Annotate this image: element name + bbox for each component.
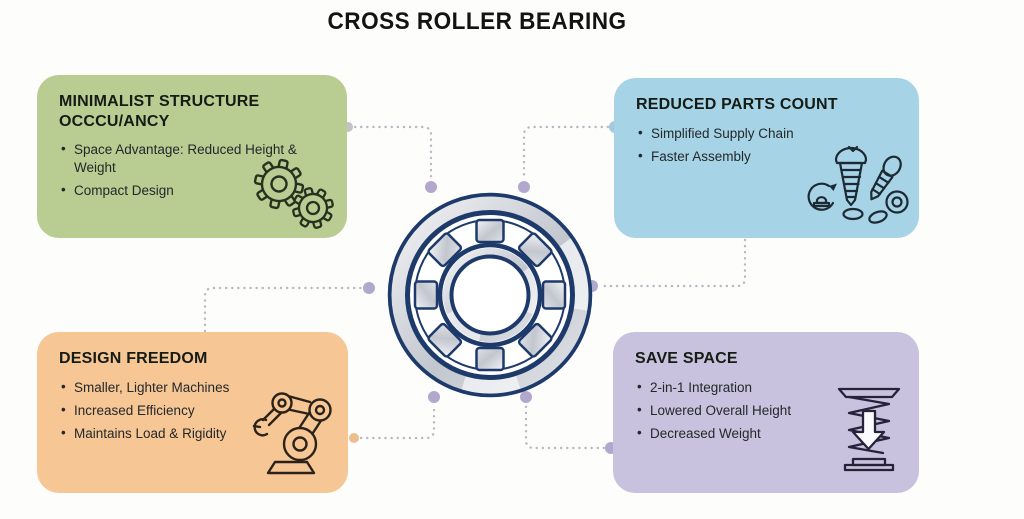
connector-top-left bbox=[347, 125, 433, 181]
bearing-rollers bbox=[413, 218, 567, 372]
connector-top-right bbox=[522, 125, 616, 181]
bullet-item: Simplified Supply Chain bbox=[636, 124, 897, 143]
bullet-item: Decreased Weight bbox=[635, 424, 897, 443]
box-title: DESIGN FREEDOM bbox=[59, 350, 208, 367]
bullet-list: Simplified Supply Chain Faster Assembly bbox=[636, 124, 897, 166]
box-title: MINIMALIST STRUCTURE OCCCU/ANCY bbox=[59, 93, 260, 130]
connector-nodes bbox=[343, 121, 621, 454]
bullet-item: Compact Design bbox=[59, 181, 325, 200]
connector-mid-left bbox=[203, 286, 363, 333]
bullet-item: Lowered Overall Height bbox=[635, 401, 897, 420]
box-minimalist-structure: MINIMALIST STRUCTURE OCCCU/ANCY Space Ad… bbox=[37, 75, 347, 238]
bullet-list: 2-in-1 Integration Lowered Overall Heigh… bbox=[635, 378, 897, 444]
bullet-item: Smaller, Lighter Machines bbox=[59, 378, 326, 397]
connector-mid-right bbox=[598, 238, 747, 288]
box-design-freedom: DESIGN FREEDOM Smaller, Lighter Machines… bbox=[37, 332, 348, 493]
box-reduced-parts-count: REDUCED PARTS COUNT Simplified Supply Ch… bbox=[614, 78, 919, 238]
bullet-list: Space Advantage: Reduced Height & Weight… bbox=[59, 140, 325, 201]
page-title-text: CROSS ROLLER BEARING bbox=[327, 8, 627, 35]
bullet-item: Maintains Load & Rigidity bbox=[59, 424, 326, 443]
connector-bottom-right bbox=[524, 403, 612, 450]
bullet-item: Increased Efficiency bbox=[59, 401, 326, 420]
bullet-item: Space Advantage: Reduced Height & Weight bbox=[59, 140, 325, 177]
box-title: REDUCED PARTS COUNT bbox=[636, 96, 838, 113]
bullet-item: Faster Assembly bbox=[636, 147, 897, 166]
cross-roller-bearing-illustration bbox=[387, 192, 593, 398]
page-title: CROSS ROLLER BEARING bbox=[0, 8, 1024, 36]
connector-bottom-left bbox=[353, 403, 436, 440]
bullet-list: Smaller, Lighter Machines Increased Effi… bbox=[59, 378, 326, 444]
box-save-space: SAVE SPACE 2-in-1 Integration Lowered Ov… bbox=[613, 332, 919, 493]
box-title: SAVE SPACE bbox=[635, 350, 738, 367]
bullet-item: 2-in-1 Integration bbox=[635, 378, 897, 397]
